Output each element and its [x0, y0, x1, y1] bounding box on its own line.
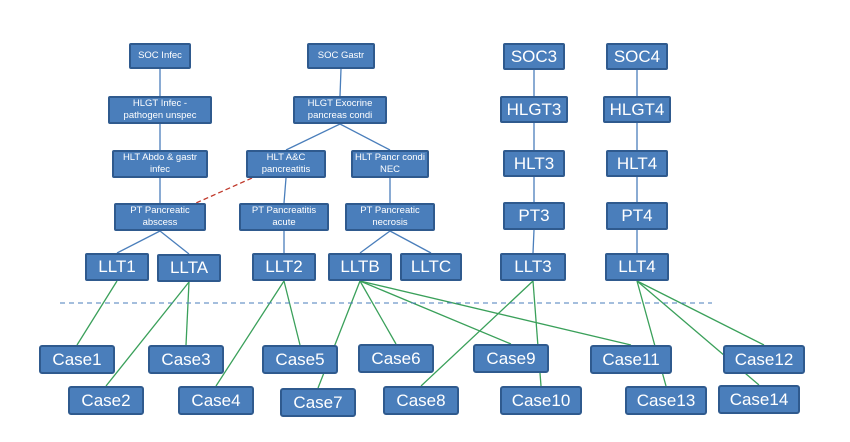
node-soc3[interactable]: SOC3	[503, 43, 565, 70]
node-case7[interactable]: Case7	[280, 388, 356, 417]
node-case4[interactable]: Case4	[178, 386, 254, 415]
node-hlt-abdo[interactable]: HLT Abdo & gastr infec	[112, 150, 208, 178]
node-case1[interactable]: Case1	[39, 345, 115, 374]
node-case13[interactable]: Case13	[625, 386, 707, 415]
node-hlgt4[interactable]: HLGT4	[603, 96, 671, 123]
case-edge-llt3-case8	[420, 280, 534, 387]
node-hlt3[interactable]: HLT3	[503, 150, 565, 177]
node-hlt4[interactable]: HLT4	[606, 150, 668, 177]
node-case2[interactable]: Case2	[68, 386, 144, 415]
edge-pt3-llt3	[532, 229, 535, 254]
node-hlt-pancr-condi[interactable]: HLT Pancr condi NEC	[351, 150, 429, 178]
node-lltc[interactable]: LLTC	[400, 253, 462, 281]
case-edge-llt2-case4	[215, 280, 285, 387]
node-soc4[interactable]: SOC4	[606, 43, 668, 70]
node-hlgt-exocrine[interactable]: HLGT Exocrine pancreas condi	[293, 96, 387, 124]
case-edge-llta-case2	[105, 281, 190, 387]
case-edge-lltb-case6	[359, 280, 397, 345]
dashed-edge-hlt_ac-pt_abscess	[195, 177, 253, 204]
node-pt3[interactable]: PT3	[503, 202, 565, 230]
node-llt1[interactable]: LLT1	[85, 253, 149, 281]
node-hlgt-infec[interactable]: HLGT Infec - pathogen unspec	[108, 96, 212, 124]
node-llt4[interactable]: LLT4	[605, 253, 669, 281]
case-edge-llt2-case5	[283, 280, 301, 346]
node-lltb[interactable]: LLTB	[328, 253, 392, 281]
node-case5[interactable]: Case5	[262, 345, 338, 374]
case-edge-llt1-case1	[76, 280, 118, 346]
case-edge-lltb-case9	[359, 280, 512, 345]
node-case12[interactable]: Case12	[723, 345, 805, 374]
case-edge-llta-case3	[185, 281, 190, 346]
node-pt4[interactable]: PT4	[606, 202, 668, 230]
node-llt2[interactable]: LLT2	[252, 253, 316, 281]
node-soc-infec[interactable]: SOC Infec	[129, 43, 191, 69]
edge-hlgt_exo-hlt_pancr	[339, 123, 391, 151]
edge-pt_necrosis-lltc	[389, 230, 432, 254]
node-case10[interactable]: Case10	[500, 386, 582, 415]
edge-pt_necrosis-lltb	[359, 230, 391, 254]
edge-hlt_ac-pt_acute	[283, 177, 287, 204]
node-llt3[interactable]: LLT3	[500, 253, 566, 281]
node-pt-pancreatitis-acute[interactable]: PT Pancreatitis acute	[239, 203, 329, 231]
node-hlt-ac-pancreatitis[interactable]: HLT A&C pancreatitis	[246, 150, 326, 178]
node-pt-pancreatic-necrosis[interactable]: PT Pancreatic necrosis	[345, 203, 435, 231]
edge-soc_gastr-hlgt_exo	[339, 68, 342, 97]
case-edge-lltb-case11	[359, 280, 632, 346]
edge-pt_abscess-llt1	[116, 230, 161, 254]
edge-layer	[76, 68, 765, 389]
node-soc-gastr[interactable]: SOC Gastr	[307, 43, 375, 69]
node-pt-abscess[interactable]: PT Pancreatic abscess	[114, 203, 206, 231]
node-case11[interactable]: Case11	[590, 345, 672, 374]
node-case8[interactable]: Case8	[383, 386, 459, 415]
edge-hlgt_exo-hlt_ac	[285, 123, 341, 151]
edge-pt_abscess-llta	[159, 230, 190, 255]
node-case14[interactable]: Case14	[718, 385, 800, 414]
node-case9[interactable]: Case9	[473, 344, 549, 373]
node-hlgt3[interactable]: HLGT3	[500, 96, 568, 123]
node-case3[interactable]: Case3	[148, 345, 224, 374]
node-case6[interactable]: Case6	[358, 344, 434, 373]
node-llta[interactable]: LLTA	[157, 254, 221, 282]
case-edge-llt4-case12	[636, 280, 765, 346]
